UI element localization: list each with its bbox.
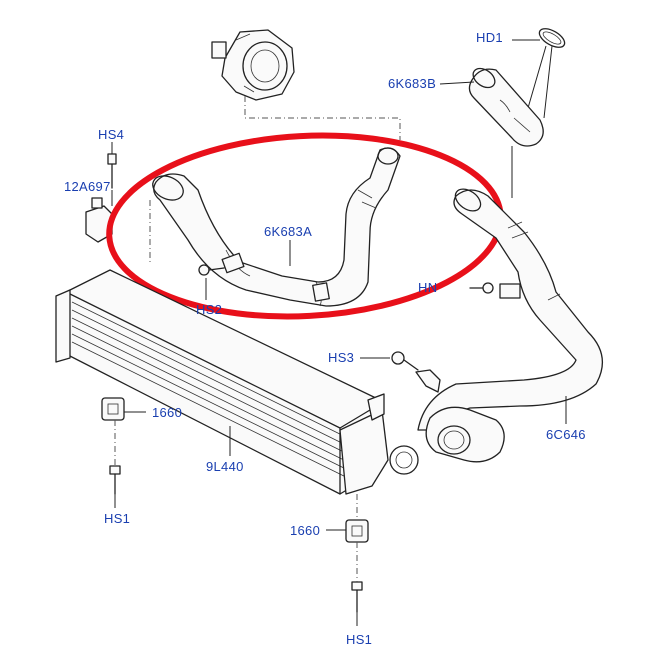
- label-6c646: 6C646: [546, 427, 586, 442]
- hs2-bolt: [198, 264, 225, 276]
- label-12a697: 12A697: [64, 179, 111, 194]
- label-hs4: HS4: [98, 127, 125, 142]
- mount-1660-bottom: [345, 519, 369, 543]
- label-hs2: HS2: [196, 302, 223, 317]
- label-hn: HN: [418, 280, 438, 295]
- hose-coupling: [425, 406, 505, 463]
- label-hs1-bottom: HS1: [346, 632, 373, 647]
- hs3-bolt: [391, 351, 441, 393]
- hn-bolt: [469, 282, 494, 294]
- intercooler-9l440: [55, 269, 419, 495]
- label-hs3: HS3: [328, 350, 355, 365]
- hose-6k683b: [468, 67, 544, 147]
- throttle-body-leader: [244, 96, 401, 140]
- 6k683b-leader: [439, 81, 475, 85]
- label-9l440: 9L440: [206, 459, 244, 474]
- hose-6k683a: [152, 147, 401, 307]
- hs1-bottom-bolt: [351, 581, 363, 613]
- label-6k683a: 6K683A: [264, 224, 313, 239]
- label-1660-bottom: 1660: [290, 523, 321, 538]
- mount-1660-top: [101, 397, 125, 421]
- hose-6c646: [417, 188, 604, 431]
- hd1-clamp: [538, 28, 566, 48]
- label-hs1-left: HS1: [104, 511, 131, 526]
- hd1-leader: [512, 39, 553, 119]
- label-6k683b: 6K683B: [388, 76, 437, 91]
- throttle-body: [211, 29, 295, 101]
- hs1-left-bolt: [109, 465, 121, 495]
- label-hd1: HD1: [476, 30, 503, 45]
- label-1660-top: 1660: [152, 405, 183, 420]
